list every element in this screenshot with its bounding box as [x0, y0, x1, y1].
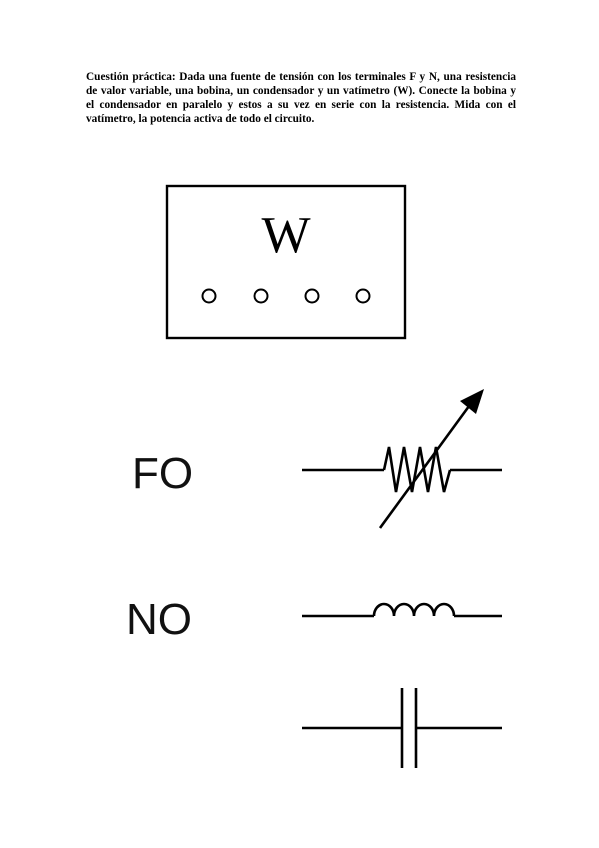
wattmeter-terminal-4[interactable] [355, 288, 371, 304]
variable-resistor [302, 389, 502, 529]
wattmeter: W [165, 184, 407, 340]
wattmeter-terminal-1[interactable] [201, 288, 217, 304]
terminal-f-label: FO [132, 449, 193, 498]
resistor-zigzag [382, 446, 452, 493]
inductor-coil [302, 602, 502, 618]
wattmeter-terminal-2[interactable] [253, 288, 269, 304]
wattmeter-box [165, 184, 407, 340]
inductor-loops [372, 602, 456, 617]
question-text: Cuestión práctica: Dada una fuente de te… [86, 71, 516, 125]
wattmeter-terminal-3[interactable] [304, 288, 320, 304]
variable-arrow-head [460, 389, 484, 414]
variable-arrow-line [378, 401, 474, 529]
capacitor [302, 688, 502, 768]
terminal-n-label: NO [126, 595, 192, 644]
wattmeter-label: W [261, 207, 310, 264]
